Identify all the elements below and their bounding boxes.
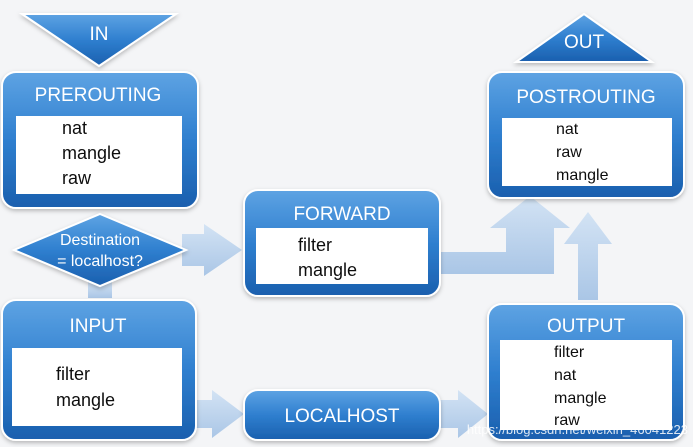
postrouting-table-raw: raw xyxy=(556,144,582,161)
arrow-localhost-to-output xyxy=(440,390,488,438)
forward-table-mangle: mangle xyxy=(298,260,357,280)
prerouting-table-panel xyxy=(16,116,182,194)
input-table-filter: filter xyxy=(56,364,90,384)
arrow-decision-to-input xyxy=(88,282,112,298)
forward-table-filter: filter xyxy=(298,235,332,255)
chain-postrouting: POSTROUTING nat raw mangle xyxy=(487,71,685,199)
prerouting-table-raw: raw xyxy=(62,168,92,188)
decision-label-line2: = localhost? xyxy=(57,253,143,270)
output-table-nat: nat xyxy=(554,367,577,384)
arrow-output-to-postrouting xyxy=(564,212,612,300)
input-title: INPUT xyxy=(70,316,127,337)
forward-table-panel xyxy=(256,228,428,284)
prerouting-title: PREROUTING xyxy=(35,85,162,106)
in-label: IN xyxy=(90,24,109,45)
decision-label-line1: Destination xyxy=(60,232,140,249)
forward-title: FORWARD xyxy=(293,204,390,225)
watermark-url: https://blog.csdn.net/weixin_46041223 xyxy=(467,422,688,437)
prerouting-table-nat: nat xyxy=(62,118,87,138)
output-table-panel xyxy=(500,340,672,430)
chain-output: OUTPUT filter nat mangle raw xyxy=(487,303,685,441)
output-title: OUTPUT xyxy=(547,316,626,337)
prerouting-table-mangle: mangle xyxy=(62,143,121,163)
postrouting-table-nat: nat xyxy=(556,121,579,138)
decision-destination-localhost: Destination = localhost? xyxy=(11,212,189,288)
output-table-mangle: mangle xyxy=(554,390,607,407)
localhost-title: LOCALHOST xyxy=(284,406,399,427)
postrouting-table-panel xyxy=(502,118,672,186)
out-triangle: OUT xyxy=(512,12,656,63)
arrow-decision-to-forward xyxy=(182,224,242,276)
chain-input: INPUT filter mangle xyxy=(1,299,197,441)
output-table-filter: filter xyxy=(554,344,585,361)
postrouting-table-mangle: mangle xyxy=(556,167,609,184)
postrouting-title: POSTROUTING xyxy=(516,87,655,108)
arrow-forward-to-postrouting xyxy=(438,196,570,274)
chain-prerouting: PREROUTING nat mangle raw xyxy=(1,71,199,209)
out-label: OUT xyxy=(564,32,605,53)
arrow-input-to-localhost xyxy=(196,390,244,438)
chain-forward: FORWARD filter mangle xyxy=(243,189,441,297)
output-table-raw: raw xyxy=(554,412,580,429)
chain-localhost: LOCALHOST xyxy=(243,389,441,441)
input-table-mangle: mangle xyxy=(56,390,115,410)
input-table-panel xyxy=(12,348,182,426)
in-triangle: IN xyxy=(18,13,180,68)
